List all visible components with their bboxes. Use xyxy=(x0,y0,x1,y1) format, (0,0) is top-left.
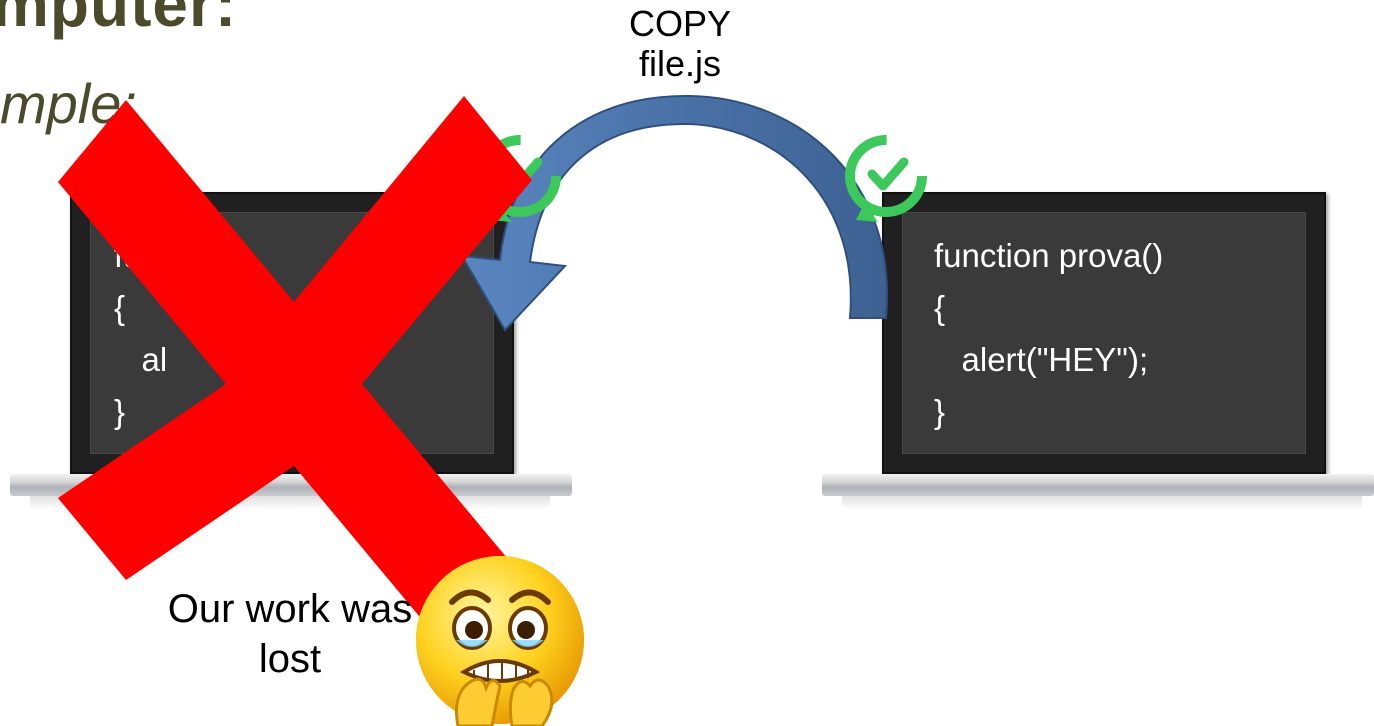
right-laptop-screen: function prova() { alert("HEY"); } xyxy=(882,192,1326,474)
lost-caption: Our work was lost xyxy=(140,584,440,684)
left-code-line-4: } xyxy=(114,393,126,430)
lost-caption-line-2: lost xyxy=(258,637,322,681)
right-laptop-display xyxy=(902,212,1306,454)
right-code-line-1: function prova() xyxy=(934,237,1164,274)
copy-label-filename: file.js xyxy=(638,43,722,84)
right-code-line-2: { xyxy=(934,289,946,326)
left-code-line-2: { xyxy=(114,289,126,326)
copy-label-action: COPY xyxy=(628,3,732,44)
right-laptop-base-shadow xyxy=(842,496,1362,510)
curved-arrow-icon xyxy=(460,94,888,332)
sync-check-icon xyxy=(845,135,927,222)
cross-mark-icon xyxy=(58,96,532,670)
copy-label: COPY file.js xyxy=(600,4,760,84)
right-code-line-4: } xyxy=(934,393,946,430)
right-code-line-3: alert("HEY"); xyxy=(934,341,1149,378)
scared-face-emoji-icon xyxy=(416,556,584,726)
lost-caption-line-1: Our work was xyxy=(167,587,413,631)
slide-title: mputer: xyxy=(0,0,238,40)
right-laptop-base xyxy=(822,474,1374,496)
